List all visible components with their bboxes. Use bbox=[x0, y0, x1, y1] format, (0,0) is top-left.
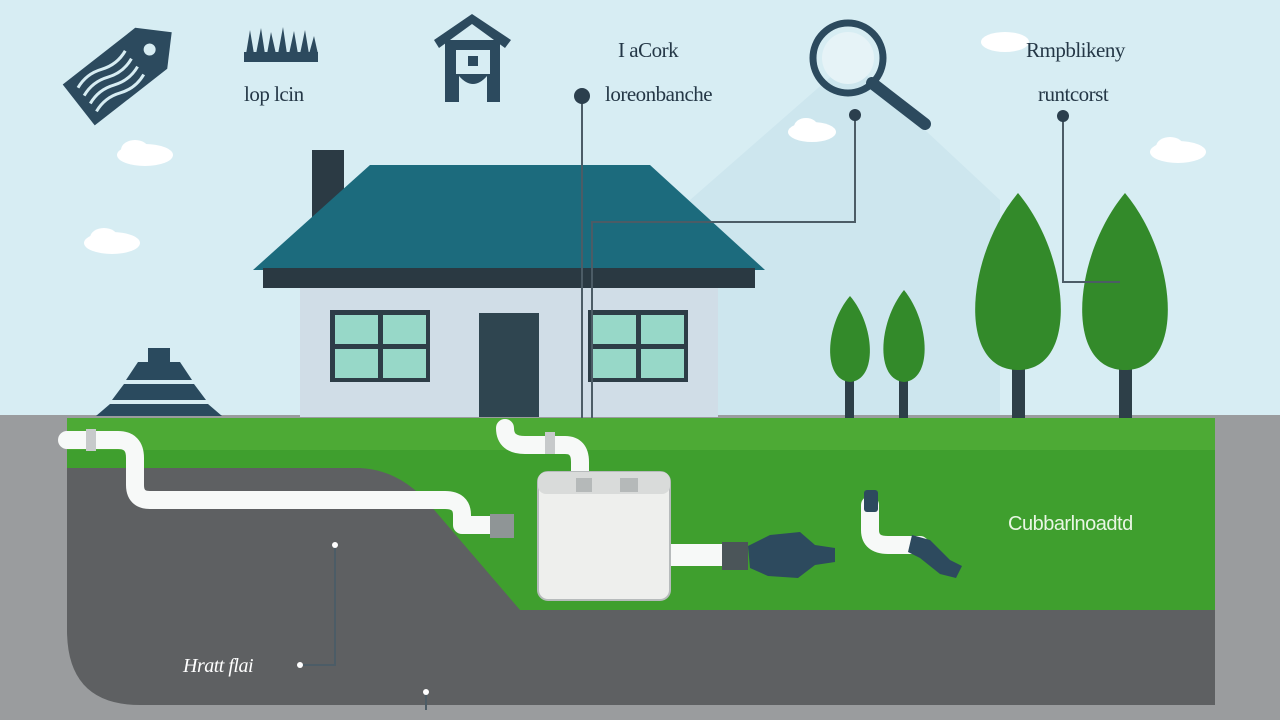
tree-large-2 bbox=[1082, 193, 1168, 418]
house-window-right bbox=[588, 310, 688, 382]
tag-icon bbox=[62, 27, 172, 126]
grass-icon-caption: lop lcin bbox=[244, 82, 304, 106]
outlet-fitting bbox=[748, 532, 835, 578]
grass-top-highlight bbox=[67, 418, 1215, 450]
pipe-joint bbox=[490, 514, 514, 538]
callout-dots-light bbox=[297, 542, 429, 695]
cloud bbox=[981, 32, 1029, 52]
grass-layer-label: Cubbarlnoadtd bbox=[1008, 513, 1133, 535]
callout-2-title: Rmpblikeny bbox=[1026, 38, 1125, 62]
outlet-fitting bbox=[864, 490, 962, 578]
tree-small-1 bbox=[830, 296, 870, 418]
callout-dots bbox=[574, 88, 1069, 122]
house-door bbox=[479, 313, 539, 417]
cloud bbox=[84, 228, 140, 254]
cloud bbox=[788, 118, 836, 142]
cloud bbox=[117, 140, 173, 166]
callout-1-title: I aCork bbox=[618, 38, 679, 62]
pipe-joint bbox=[86, 429, 96, 451]
roof-eave bbox=[263, 268, 755, 288]
tree-small-2 bbox=[883, 290, 925, 418]
tree-large-1 bbox=[975, 193, 1061, 418]
vent-stack bbox=[96, 348, 222, 416]
grass-icon bbox=[244, 27, 318, 62]
search-icon bbox=[809, 19, 931, 130]
house-window-left bbox=[330, 310, 430, 382]
house-icon bbox=[434, 14, 511, 102]
pipe-joint bbox=[722, 542, 748, 570]
soil-layer-label: Hratt flai bbox=[183, 655, 254, 677]
septic-tank bbox=[537, 471, 671, 601]
house-roof bbox=[253, 165, 765, 270]
cloud bbox=[1150, 137, 1206, 163]
drain-pipe bbox=[58, 419, 929, 566]
pipe-joint bbox=[545, 432, 555, 454]
callout-2-subtitle: runtcorst bbox=[1038, 82, 1109, 106]
callout-1-subtitle: loreonbanche bbox=[605, 82, 713, 106]
